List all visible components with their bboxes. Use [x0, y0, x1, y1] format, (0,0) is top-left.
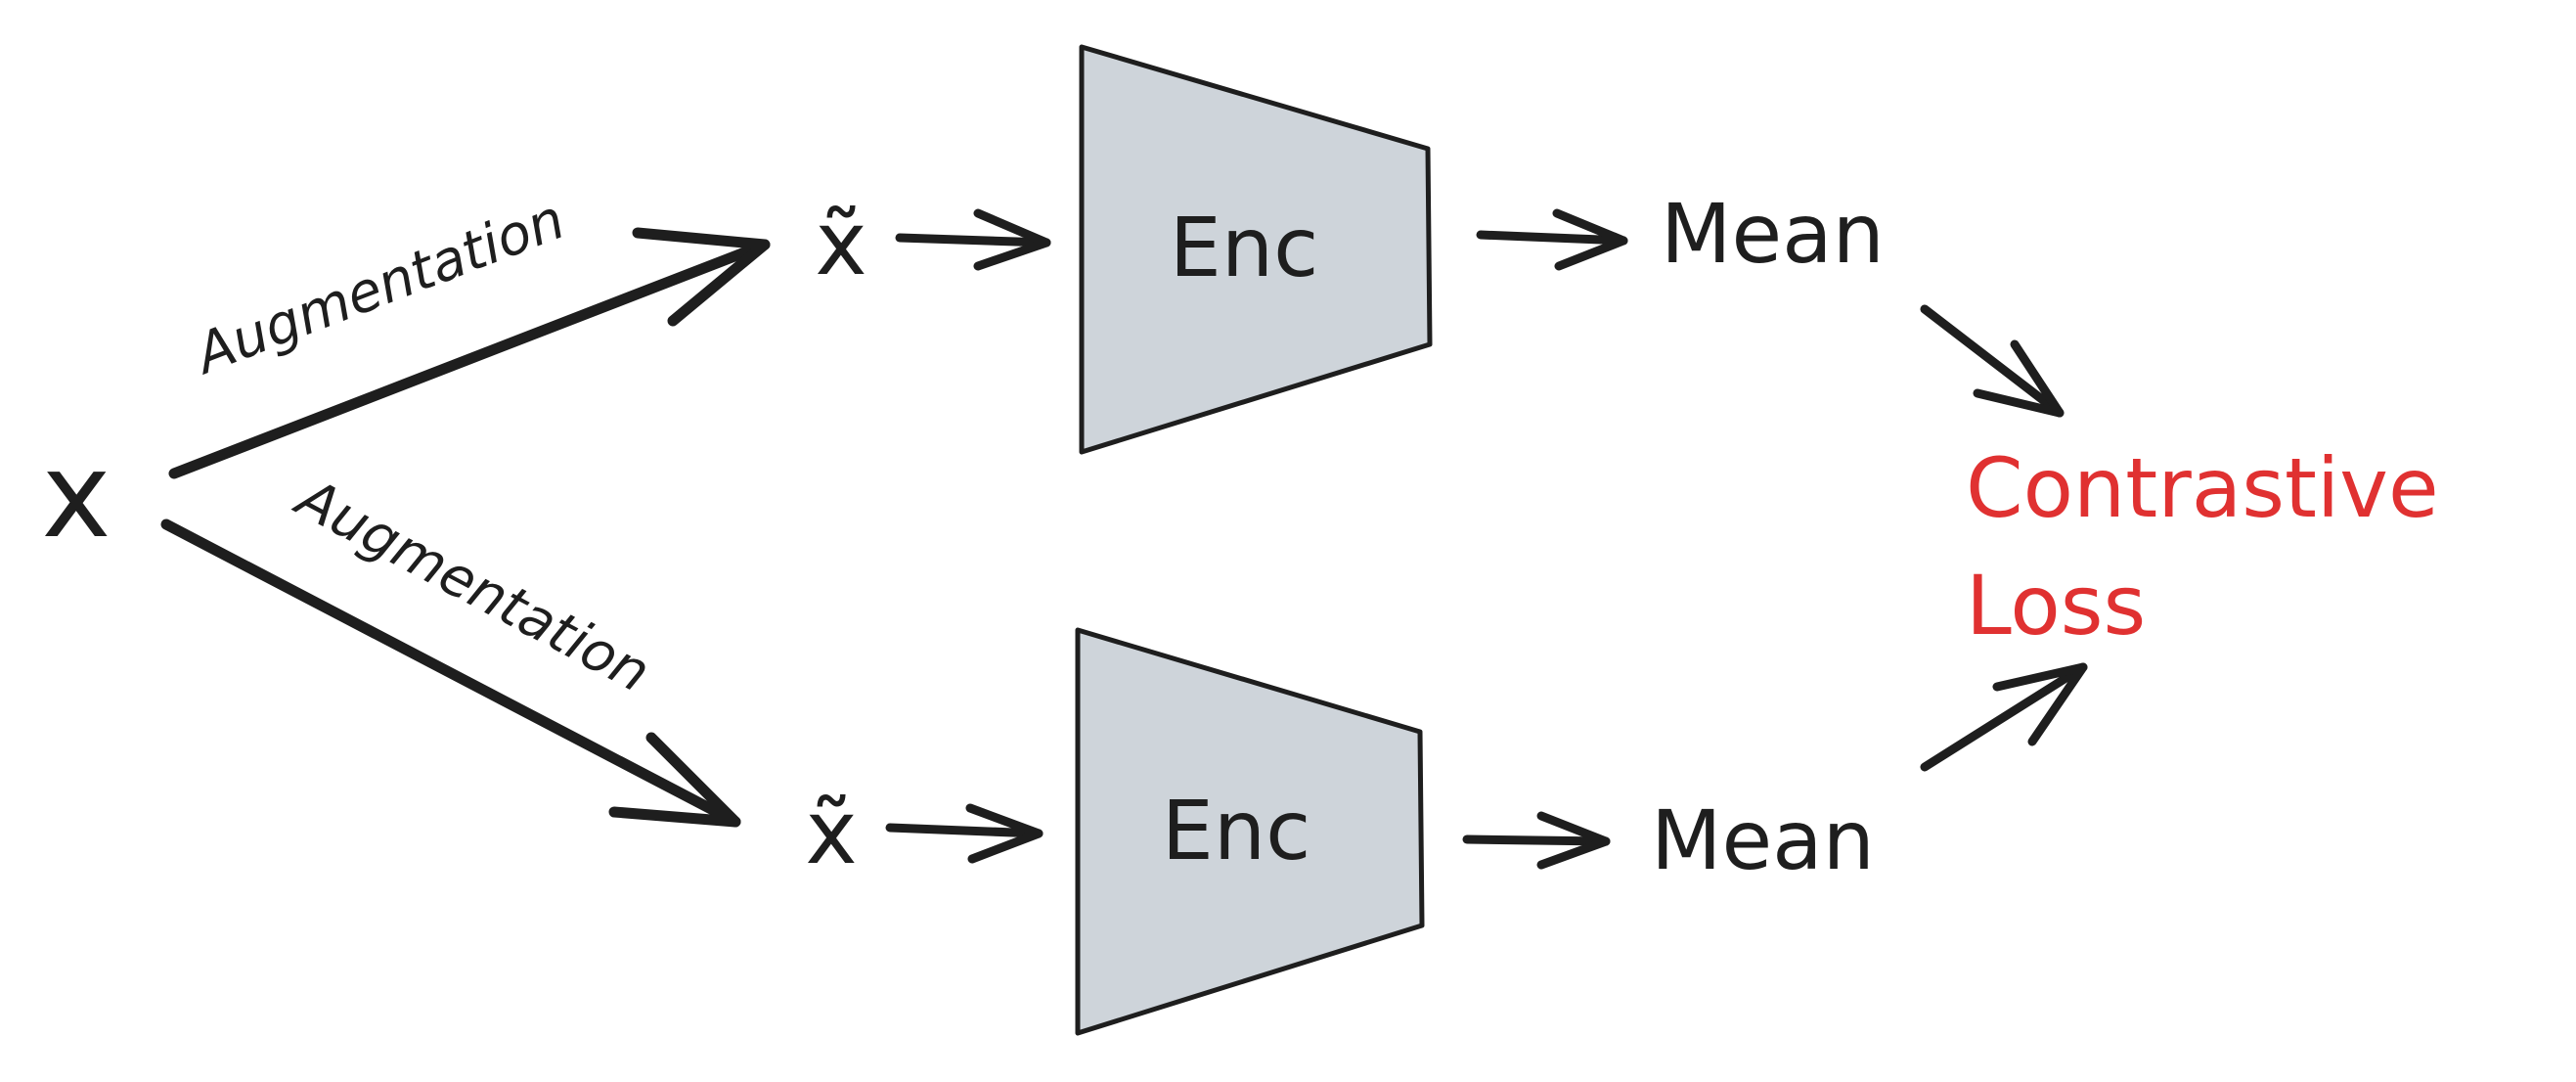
loss-label-line1: Contrastive	[1966, 440, 2439, 536]
encoder-top-label: Enc	[1170, 200, 1319, 295]
augmentation-label-bottom: Augmentation	[285, 466, 660, 705]
augmented-x-top-label: x̃	[815, 193, 866, 295]
arrow-to-encoder-bottom	[885, 803, 1044, 864]
augmentation-arrow-top	[168, 227, 771, 479]
arrow-to-loss-top	[1920, 304, 2065, 418]
arrow-to-mean-bottom	[1462, 811, 1611, 870]
augmentation-arrow-bottom	[160, 518, 741, 828]
mean-top-label: Mean	[1661, 186, 1885, 282]
input-x-label: x	[41, 428, 111, 564]
arrow-to-loss-bottom	[1920, 662, 2088, 772]
encoder-bottom-label: Enc	[1162, 783, 1311, 879]
loss-label-line2: Loss	[1966, 558, 2146, 654]
encoder-bottom: Enc	[1075, 627, 1425, 1036]
encoder-top: Enc	[1079, 44, 1433, 455]
arrow-to-mean-top	[1476, 208, 1628, 271]
augmented-x-bottom-label: x̃	[805, 782, 857, 884]
mean-bottom-label: Mean	[1651, 792, 1875, 888]
arrow-to-encoder-top	[895, 208, 1051, 271]
augmentation-label-top: Augmentation	[185, 188, 573, 387]
